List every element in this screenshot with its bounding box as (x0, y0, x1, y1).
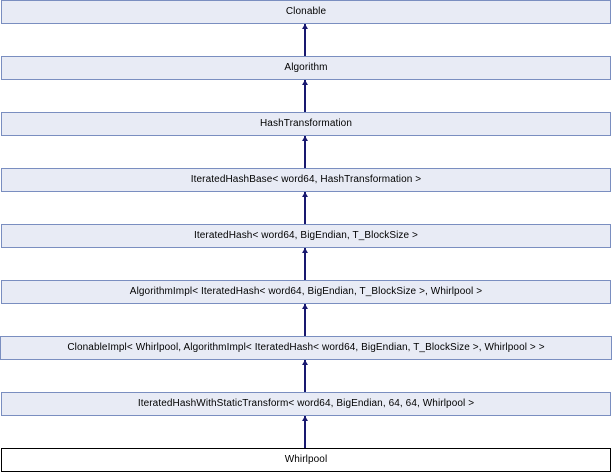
inheritance-edge-hash-transformation-to-algorithm (304, 80, 306, 112)
class-node-iterated-hash-base[interactable]: IteratedHashBase< word64, HashTransforma… (1, 168, 611, 192)
class-node-algorithm[interactable]: Algorithm (1, 56, 611, 80)
arrowhead-icon (302, 192, 308, 197)
arrowhead-icon (302, 248, 308, 253)
class-node-algorithm-impl[interactable]: AlgorithmImpl< IteratedHash< word64, Big… (1, 280, 611, 304)
class-node-iterated-hash-with-static-transform[interactable]: IteratedHashWithStaticTransform< word64,… (1, 392, 611, 416)
class-node-hash-transformation[interactable]: HashTransformation (1, 112, 611, 136)
arrowhead-icon (302, 360, 308, 365)
inheritance-edge-iterated-hash-base-to-hash-transformation (304, 136, 306, 168)
inheritance-edge-iterated-hash-with-static-transform-to-clonable-impl (304, 360, 306, 392)
class-node-clonable-impl[interactable]: ClonableImpl< Whirlpool, AlgorithmImpl< … (0, 336, 612, 360)
arrowhead-icon (302, 24, 308, 29)
arrowhead-icon (302, 136, 308, 141)
class-node-clonable[interactable]: Clonable (1, 0, 611, 24)
inheritance-edge-algorithm-to-clonable (304, 24, 306, 56)
inheritance-edge-iterated-hash-to-iterated-hash-base (304, 192, 306, 224)
inheritance-edge-clonable-impl-to-algorithm-impl (304, 304, 306, 336)
inheritance-edge-whirlpool-to-iterated-hash-with-static-transform (304, 416, 306, 448)
arrowhead-icon (302, 304, 308, 309)
arrowhead-icon (302, 416, 308, 421)
inheritance-edge-algorithm-impl-to-iterated-hash (304, 248, 306, 280)
class-node-whirlpool: Whirlpool (1, 448, 611, 472)
arrowhead-icon (302, 80, 308, 85)
class-node-iterated-hash[interactable]: IteratedHash< word64, BigEndian, T_Block… (1, 224, 611, 248)
